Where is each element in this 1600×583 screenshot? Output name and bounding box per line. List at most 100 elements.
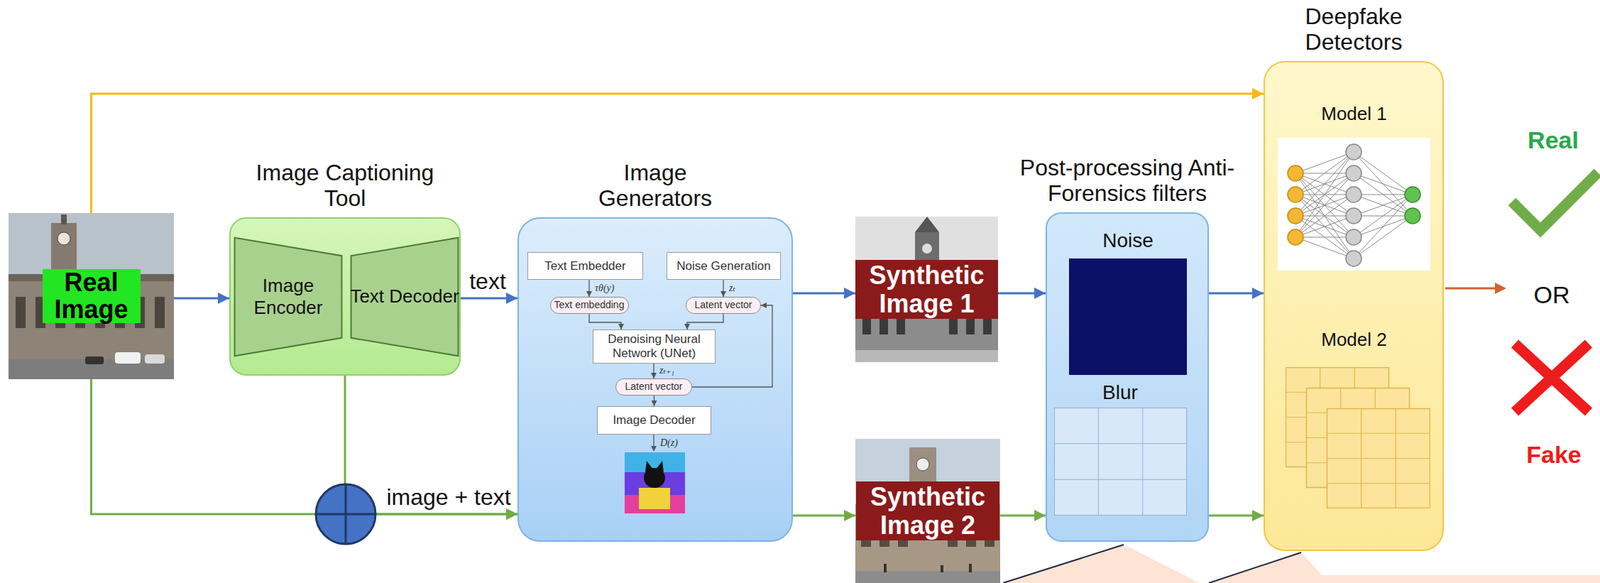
- spire: [61, 214, 67, 225]
- feature-maps: [1285, 366, 1431, 509]
- hidden-layer: [1345, 144, 1362, 267]
- item-label: Model 2: [1274, 328, 1434, 351]
- box-heading: Image Generators: [577, 160, 734, 212]
- neuron: [1287, 229, 1304, 245]
- arrow-connector: [653, 363, 654, 379]
- box-label: Text Embedder: [544, 259, 626, 274]
- edge-label: τθ(y): [594, 282, 615, 294]
- vector-pill: Text embedding: [550, 296, 629, 314]
- arrow-connector: [588, 279, 590, 297]
- neuron: [1404, 186, 1421, 203]
- image-node: Real Image: [8, 212, 174, 380]
- encoder-trapezoid: Image Encoder: [233, 236, 343, 358]
- clock: [916, 457, 930, 471]
- clock: [57, 232, 71, 245]
- arrow-connector: [792, 514, 856, 517]
- image-ear: [655, 460, 664, 473]
- image-ear: [645, 460, 654, 473]
- network-panel: [1277, 137, 1431, 271]
- process-box: Noise Generation: [666, 251, 781, 280]
- combine-symbol: [315, 484, 376, 544]
- arrow-connector: [653, 395, 655, 407]
- blur-grid: [1054, 407, 1187, 516]
- callout-edge: [1208, 552, 1302, 583]
- math-label: D(z): [660, 437, 678, 448]
- neuron: [1345, 207, 1362, 224]
- output-layer: [1404, 186, 1421, 224]
- edge-label: zₜ₊₁: [659, 364, 675, 376]
- input-layer: [1287, 165, 1304, 245]
- network-links: [1295, 151, 1413, 259]
- arrow-connector: [1000, 514, 1046, 517]
- decoder-trapezoid: Text Decoder: [349, 236, 460, 358]
- arrow-connector: [344, 375, 518, 514]
- output-line: [1445, 287, 1497, 290]
- output-arrow: [1445, 282, 1507, 294]
- sky: [855, 216, 999, 363]
- box-label: Noise Generation: [676, 259, 771, 274]
- neuron: [1287, 165, 1304, 182]
- image-label: Synthetic Image 2: [856, 481, 1000, 541]
- arrow-connector: [1208, 292, 1264, 295]
- block-label: Text Decoder: [349, 285, 459, 308]
- arrow-connector: [460, 297, 518, 300]
- clock: [922, 243, 933, 254]
- pill-label: Latent vector: [694, 299, 753, 311]
- arrow-connector: [91, 379, 519, 514]
- grid-frame: [1054, 408, 1187, 516]
- pill-label: Latent vector: [625, 381, 683, 392]
- arrow-connector: [1208, 514, 1264, 517]
- edge-label: zₜ: [729, 282, 736, 294]
- result-label: Real: [1527, 126, 1579, 155]
- pill-label: Text embedding: [554, 299, 625, 311]
- arrow-connector: [998, 292, 1046, 295]
- car: [85, 356, 104, 365]
- check-mark: [1511, 172, 1598, 230]
- decoder-arrow-line: [653, 434, 654, 447]
- feature-sheet: [1326, 408, 1431, 509]
- result-label: OR: [1533, 281, 1571, 309]
- model-item: Model 2: [1274, 328, 1434, 514]
- vector-pill: Latent vector: [615, 378, 693, 396]
- neuron: [1345, 165, 1362, 182]
- neuron: [1345, 144, 1362, 160]
- combine-cross: [315, 484, 376, 544]
- vector-pill: Latent vector: [685, 296, 761, 314]
- neuron: [1345, 250, 1362, 267]
- neuron: [1287, 207, 1304, 224]
- neuron: [1404, 207, 1421, 224]
- neuron: [1287, 186, 1304, 203]
- box-heading: Deepfake Detectors: [1275, 4, 1432, 56]
- process-box: Denoising Neural Network (UNet): [592, 329, 716, 364]
- filter-box: Post-processing Anti-Forensics filters N…: [1045, 212, 1209, 542]
- cross-mark: [1514, 343, 1589, 412]
- image-node: Synthetic Image 1: [855, 216, 999, 363]
- edge-label: text: [469, 268, 507, 295]
- edge-label: image + text: [386, 484, 511, 511]
- people: [883, 563, 972, 573]
- model-item: Model 1: [1274, 102, 1434, 274]
- detector-box: Deepfake Detectors Model 1: [1263, 61, 1444, 551]
- generator-box: Image GeneratorsText EmbedderNoise Gener…: [517, 217, 793, 542]
- item-label: Blur: [1049, 380, 1192, 405]
- image-label: Synthetic Image 1: [855, 259, 999, 319]
- ground: [855, 570, 1001, 583]
- callout-fill: [1003, 544, 1200, 583]
- filter-item: Blur: [1049, 380, 1192, 517]
- van: [114, 352, 141, 364]
- generated-image: [624, 452, 686, 514]
- neural-network: [1277, 137, 1431, 271]
- neuron: [1345, 229, 1362, 245]
- sheet-grid: [1326, 408, 1431, 509]
- process-box: Image Decoder: [596, 406, 712, 435]
- sheet-frame: [1327, 408, 1431, 509]
- sky: [8, 212, 174, 380]
- sky: [855, 438, 1001, 583]
- neuron: [1345, 186, 1362, 203]
- arrow-connector: [91, 93, 1265, 213]
- item-label: Noise: [1066, 228, 1189, 253]
